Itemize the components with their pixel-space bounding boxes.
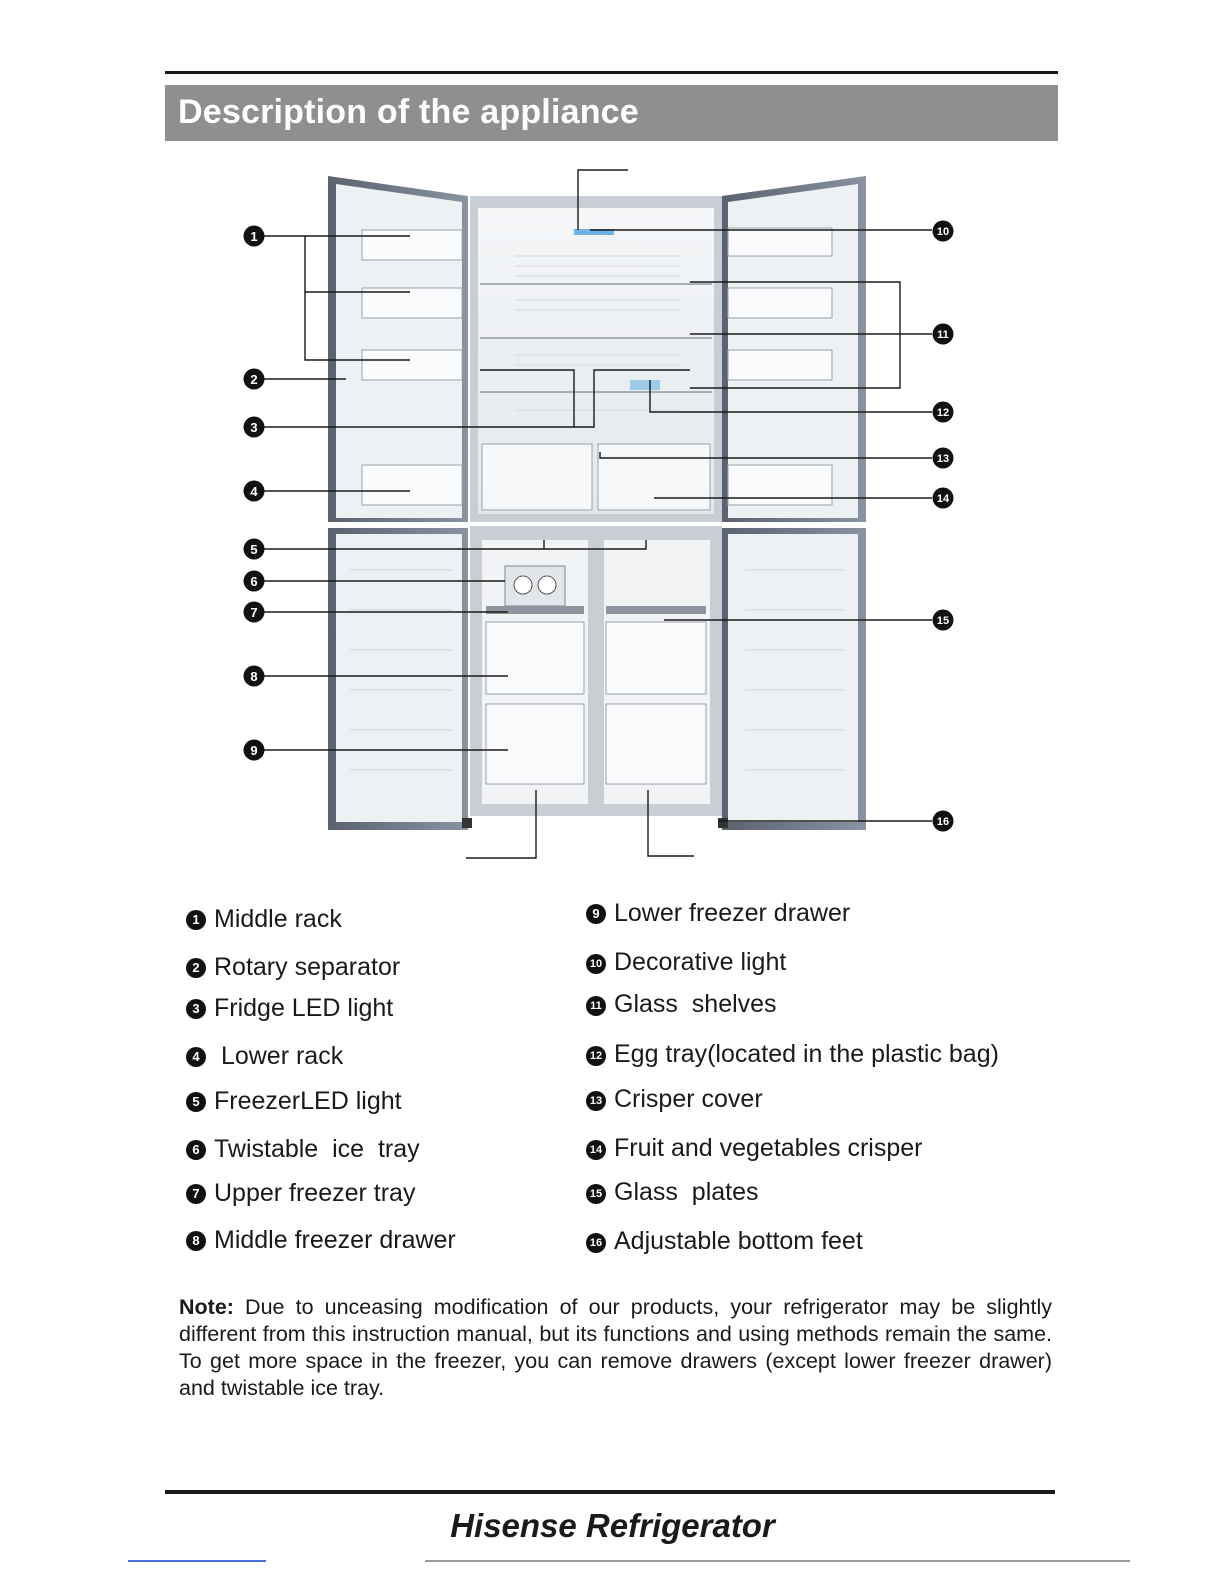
bottom-rule [165,1490,1055,1494]
legend-label-6: Twistable ice tray [214,1135,420,1163]
legend-label-11: Glass shelves [614,990,777,1018]
svg-text:8: 8 [250,669,257,684]
callout-marker-15: 15 [933,610,954,631]
legend-label-16: Adjustable bottom feet [614,1227,863,1255]
svg-text:6: 6 [250,574,257,589]
fridge-compartment [470,196,722,522]
legend-number-13: 13 [586,1091,606,1111]
legend-item-11: 11 Glass shelves [586,990,777,1019]
legend-item-15: 15 Glass plates [586,1178,759,1207]
legend-number-12: 12 [586,1046,606,1066]
legend-item-10: 10 Decorative light [586,948,786,977]
refrigerator-diagram: 1 2 3 4 5 6 7 8 9 10 11 12 13 14 15 16 [0,0,1225,880]
svg-text:5: 5 [250,542,257,557]
footer-strip-right [425,1560,1130,1562]
legend-number-3: 3 [186,999,206,1019]
legend-number-8: 8 [186,1231,206,1251]
freezer-compartment [462,526,728,828]
callout-marker-11: 11 [933,324,954,345]
legend-item-5: 5 FreezerLED light [186,1087,402,1116]
svg-text:2: 2 [250,372,257,387]
svg-text:16: 16 [937,816,949,828]
legend-label-7: Upper freezer tray [214,1179,415,1207]
svg-text:7: 7 [250,605,257,620]
left-fridge-door [328,176,468,522]
legend-number-5: 5 [186,1092,206,1112]
callout-marker-6: 6 [244,571,265,592]
legend-item-9: 9 Lower freezer drawer [586,899,850,928]
legend-number-6: 6 [186,1140,206,1160]
legend-item-3: 3 Fridge LED light [186,994,393,1023]
legend-number-7: 7 [186,1184,206,1204]
legend-label-1: Middle rack [214,905,342,933]
svg-text:15: 15 [937,615,949,627]
callout-marker-7: 7 [244,602,265,623]
legend-number-4: 4 [186,1047,206,1067]
callout-marker-14: 14 [933,488,954,509]
callout-marker-4: 4 [244,481,265,502]
legend-item-6: 6 Twistable ice tray [186,1135,420,1164]
right-fridge-door [722,176,866,522]
callout-marker-10: 10 [933,221,954,242]
legend-label-14: Fruit and vegetables crisper [614,1134,922,1162]
legend-item-14: 14 Fruit and vegetables crisper [586,1134,922,1163]
svg-text:12: 12 [937,407,949,419]
callout-marker-12: 12 [933,402,954,423]
legend-item-13: 13 Crisper cover [586,1085,763,1114]
legend-item-4: 4 Lower rack [186,1042,343,1071]
callout-marker-2: 2 [244,369,265,390]
legend-label-13: Crisper cover [614,1085,763,1113]
svg-text:10: 10 [937,226,949,238]
callout-marker-8: 8 [244,666,265,687]
left-freezer-door [328,528,468,830]
legend-label-12: Egg tray(located in the plastic bag) [614,1040,999,1068]
legend-number-2: 2 [186,958,206,978]
callout-marker-5: 5 [244,539,265,560]
callout-marker-9: 9 [244,740,265,761]
svg-text:9: 9 [250,743,257,758]
legend-number-1: 1 [186,910,206,930]
legend-item-16: 16 Adjustable bottom feet [586,1227,863,1256]
svg-text:1: 1 [250,229,257,244]
callout-marker-3: 3 [244,417,265,438]
legend-item-1: 1 Middle rack [186,905,342,934]
callout-marker-1: 1 [244,226,265,247]
note-paragraph: Note: Due to unceasing modification of o… [179,1294,1052,1402]
callout-marker-13: 13 [933,448,954,469]
legend-number-9: 9 [586,904,606,924]
legend-number-10: 10 [586,954,606,974]
legend-label-3: Fridge LED light [214,994,393,1022]
svg-text:3: 3 [250,420,257,435]
svg-text:4: 4 [250,484,258,499]
legend-number-15: 15 [586,1184,606,1204]
svg-text:14: 14 [937,493,950,505]
note-lead: Note: [179,1295,234,1319]
legend-item-8: 8 Middle freezer drawer [186,1226,456,1255]
svg-text:13: 13 [937,453,949,465]
legend-number-14: 14 [586,1140,606,1160]
legend-number-16: 16 [586,1233,606,1253]
note-text: Due to unceasing modification of our pro… [179,1295,1052,1400]
legend-number-11: 11 [586,996,606,1016]
legend-label-8: Middle freezer drawer [214,1226,456,1254]
legend-label-10: Decorative light [614,948,786,976]
footer-brand: Hisense Refrigerator [0,1507,1225,1545]
callout-marker-16: 16 [933,811,954,832]
legend-item-2: 2 Rotary separator [186,953,400,982]
right-freezer-door [722,528,866,830]
legend-label-5: FreezerLED light [214,1087,402,1115]
legend-label-9: Lower freezer drawer [614,899,850,927]
legend-item-7: 7 Upper freezer tray [186,1179,415,1208]
svg-text:11: 11 [937,329,949,341]
legend-label-2: Rotary separator [214,953,400,981]
legend-label-15: Glass plates [614,1178,759,1206]
legend-item-12: 12 Egg tray(located in the plastic bag) [586,1040,999,1069]
footer-strip-left [128,1560,266,1562]
legend-label-4: Lower rack [214,1042,343,1070]
